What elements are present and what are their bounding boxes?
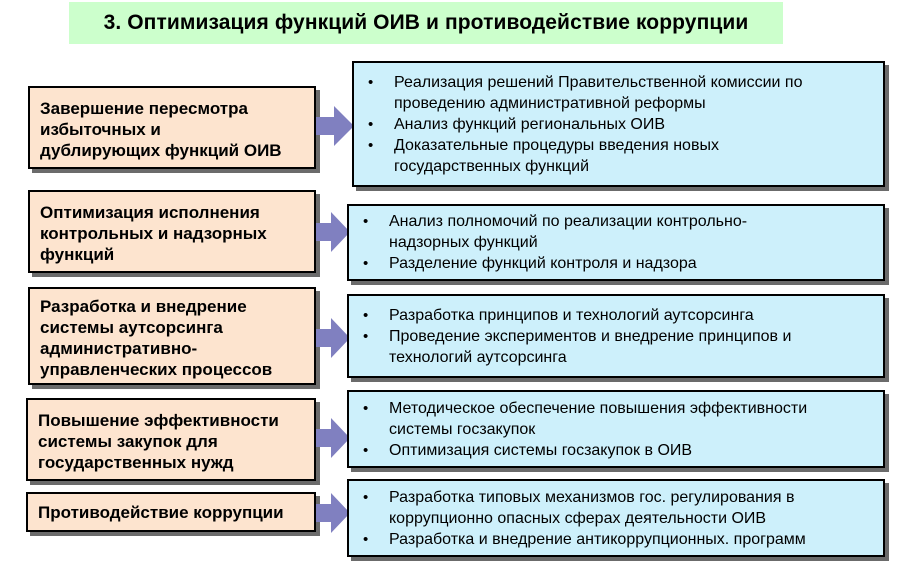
function-label-line: Разработка и внедрение <box>40 297 247 316</box>
function-label-line: административно- <box>40 339 198 358</box>
list-item: Анализ функций региональных ОИВ <box>364 114 873 135</box>
right-arrow-icon <box>316 418 350 458</box>
right-arrow-icon <box>316 493 350 533</box>
function-label-line: управленческих процессов <box>40 360 273 379</box>
details-box-1: Реализация решений Правительственной ком… <box>352 61 885 187</box>
function-label-line: государственных нужд <box>38 453 234 472</box>
list-item: Разделение функций контроля и надзора <box>359 253 873 274</box>
details-box-2: Анализ полномочий по реализации контроль… <box>347 204 885 281</box>
list-item: Методическое обеспечение повышения эффек… <box>359 398 873 440</box>
list-item: Разработка и внедрение антикоррупционных… <box>359 529 873 550</box>
function-box-2: Оптимизация исполнения контрольных и над… <box>28 190 316 273</box>
function-label-line: Противодействие коррупции <box>38 502 284 522</box>
right-arrow-icon <box>316 212 350 252</box>
right-arrow-icon <box>316 106 354 146</box>
list-item: Проведение экспериментов и внедрение при… <box>359 326 873 368</box>
slide-title: 3. Оптимизация функций ОИВ и противодейс… <box>69 2 783 44</box>
function-box-1: Завершение пересмотра избыточных и дубли… <box>28 86 316 169</box>
function-label-line: системы аутсорсинга <box>40 318 223 337</box>
list-item: Доказательные процедуры введения новых г… <box>364 135 873 177</box>
function-box-3: Разработка и внедрение системы аутсорсин… <box>28 287 316 385</box>
list-item: Разработка типовых механизмов гос. регул… <box>359 487 873 529</box>
details-box-4: Методическое обеспечение повышения эффек… <box>347 390 885 468</box>
function-label-line: функций <box>40 245 115 264</box>
function-label-line: Повышение эффективности <box>38 411 279 430</box>
function-box-5: Противодействие коррупции <box>26 492 316 532</box>
details-box-5: Разработка типовых механизмов гос. регул… <box>347 479 885 557</box>
function-label-line: дублирующих функций ОИВ <box>40 141 282 160</box>
list-item: Оптимизация системы госзакупок в ОИВ <box>359 440 873 461</box>
function-label-line: системы закупок для <box>38 432 218 451</box>
function-label-line: контрольных и надзорных <box>40 224 267 243</box>
function-box-4: Повышение эффективности системы закупок … <box>26 398 316 481</box>
function-label-line: Оптимизация исполнения <box>40 203 260 222</box>
function-label-line: избыточных и <box>40 120 161 139</box>
list-item: Реализация решений Правительственной ком… <box>364 72 873 114</box>
details-box-3: Разработка принципов и технологий аутсор… <box>347 294 885 378</box>
right-arrow-icon <box>316 318 350 358</box>
list-item: Разработка принципов и технологий аутсор… <box>359 305 873 326</box>
function-label-line: Завершение пересмотра <box>40 99 248 118</box>
list-item: Анализ полномочий по реализации контроль… <box>359 211 873 253</box>
